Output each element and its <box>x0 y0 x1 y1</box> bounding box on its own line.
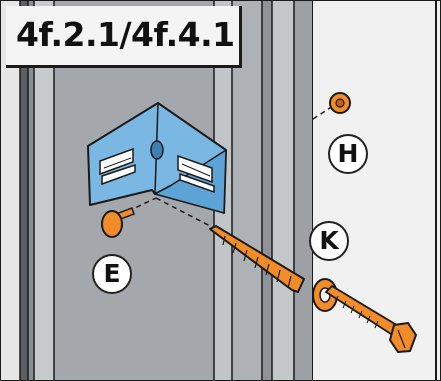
cap-nut-h <box>330 93 350 113</box>
callout-k: K <box>309 221 349 261</box>
step-number-label: 4f.2.1/4f.4.1 <box>6 6 242 68</box>
callout-e: E <box>92 254 132 294</box>
callout-h: H <box>328 134 368 174</box>
